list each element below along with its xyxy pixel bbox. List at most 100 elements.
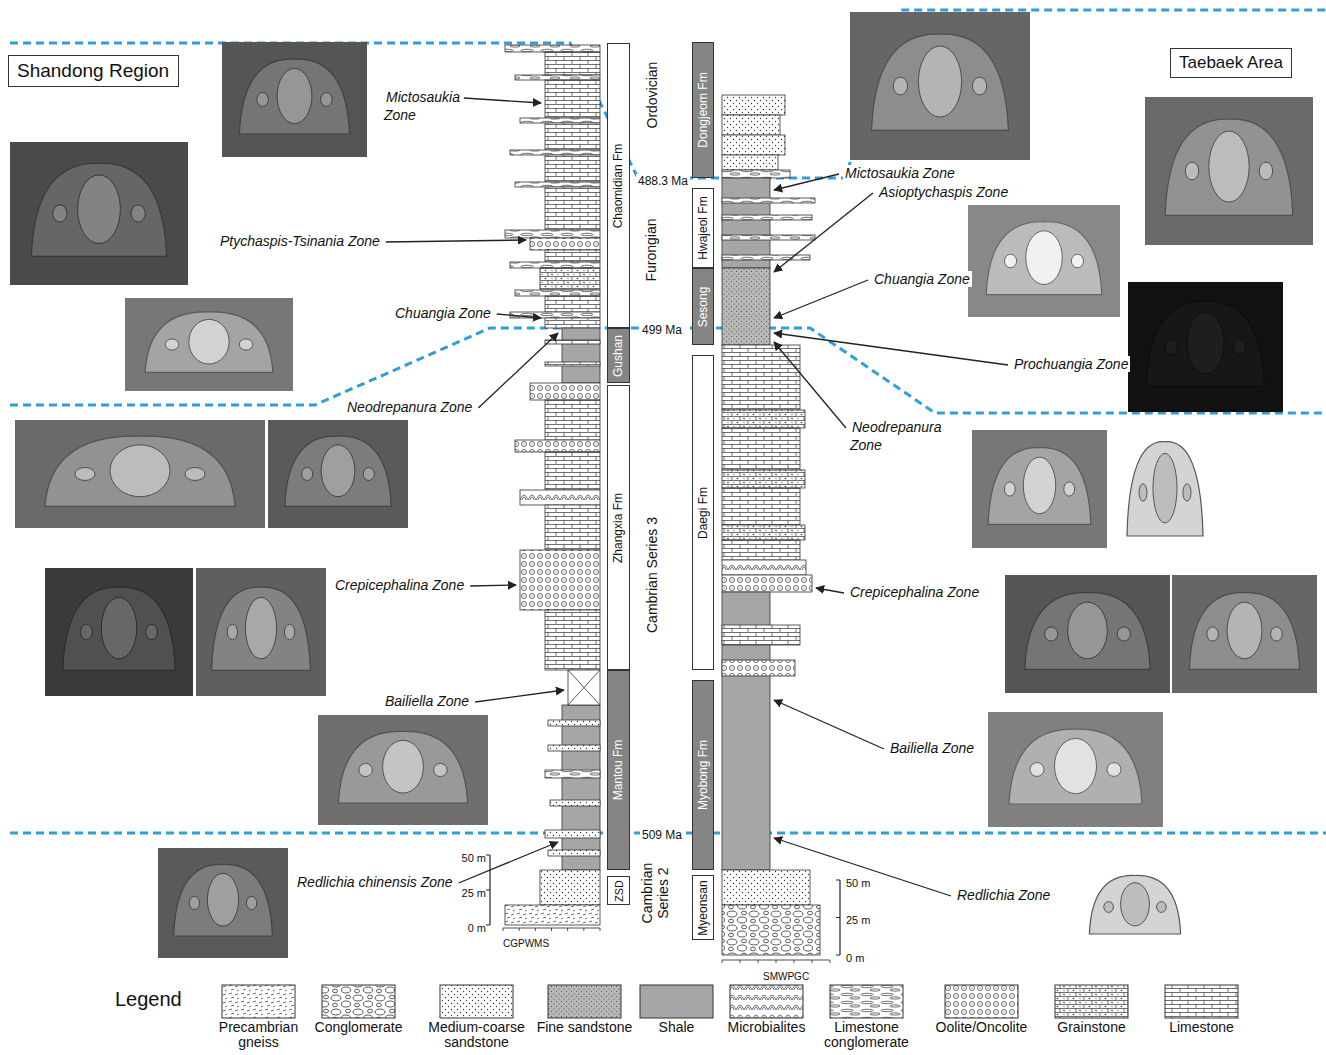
scale-label: 50 m <box>462 852 486 864</box>
zone-label-holder: Chuangia Zone <box>872 270 972 288</box>
rock-bed <box>722 470 805 488</box>
trilobite-eye <box>1183 484 1191 501</box>
scale-bar <box>836 880 840 955</box>
fossil-photo <box>125 298 293 391</box>
formation-name: Myeonsan <box>696 880 710 935</box>
rock-bed <box>505 45 600 52</box>
rock-bed <box>545 52 600 75</box>
scale-label: 0 m <box>468 922 486 934</box>
trilobite-eye <box>1139 484 1147 501</box>
photo-ground <box>850 12 1030 160</box>
boundary-line <box>10 328 640 405</box>
trilobite-cephalon <box>872 34 1009 130</box>
leader-arrow <box>774 193 873 272</box>
fossil-photo <box>268 420 408 528</box>
rock-bed <box>550 800 600 806</box>
fossil-photo <box>196 568 326 696</box>
trilobite-eye <box>1004 482 1015 496</box>
leader-arrow <box>774 280 868 318</box>
series-label: Cambrian Series 3 <box>644 517 660 633</box>
rock-bed <box>722 410 805 428</box>
formation-box: Sesong <box>692 268 714 345</box>
zone-label: Neodrepanura Zone <box>850 419 942 453</box>
legend-text: Medium-coarse sandstone <box>428 1019 524 1050</box>
zone-label: Bailiella Zone <box>888 740 976 756</box>
region-title-box: Shandong Region <box>8 55 179 87</box>
zone-label-holder: Redlichia chinensis Zone <box>295 873 455 891</box>
trilobite-eye <box>1271 627 1283 641</box>
zone-label: Redlichia chinensis Zone <box>295 874 455 890</box>
trilobite-cephalon <box>1089 875 1180 934</box>
trilobite-eye <box>227 624 237 639</box>
rock-bed <box>510 262 600 268</box>
leader-arrow <box>478 333 558 408</box>
legend-swatch <box>945 985 1018 1018</box>
rock-bed <box>545 452 600 490</box>
zone-label-holder: Prochuangia Zone <box>1012 355 1130 373</box>
legend-text: Precambrian gneiss <box>219 1019 298 1050</box>
rock-bed <box>722 905 820 955</box>
trilobite-cephalon <box>1189 593 1299 670</box>
zone-label-holder: Neodrepanura Zone <box>345 398 474 416</box>
trilobite-eye <box>146 624 158 639</box>
leader-arrow <box>459 842 558 883</box>
covered-interval <box>568 670 600 705</box>
legend-title-holder: Legend <box>115 988 182 1011</box>
legend-text: Microbialites <box>728 1019 806 1035</box>
photo-ground <box>988 712 1163 827</box>
trilobite-cephalon <box>212 587 311 670</box>
zone-label: Prochuangia Zone <box>1012 356 1130 372</box>
formation-name: Dongjeom Fm <box>696 72 710 147</box>
legend-entry: Precambrian gneiss <box>214 1020 304 1051</box>
trilobite-cephalon <box>1127 442 1203 536</box>
trilobite-glabella <box>207 873 238 926</box>
formation-name: Hwajeol Fm <box>696 196 710 259</box>
trilobite-eye <box>246 896 256 909</box>
trilobite-glabella <box>1055 738 1097 793</box>
leader-arrow <box>464 98 541 103</box>
formation-box: Gushan <box>607 328 630 383</box>
zone-label: Chuangia Zone <box>872 271 972 287</box>
trilobite-glabella <box>1068 602 1108 659</box>
trilobite-glabella <box>1187 312 1224 374</box>
fossil-photo <box>1145 97 1313 245</box>
leader-arrow <box>774 342 846 428</box>
trilobite-eye <box>1071 254 1083 267</box>
rock-bed <box>722 345 800 410</box>
fossil-photo <box>1005 575 1170 693</box>
formation-box: Zhangxia Fm <box>607 385 630 670</box>
photo-ground <box>972 430 1107 548</box>
formation-box: Daegi Fm <box>692 355 714 670</box>
scale-label: 0 m <box>846 952 864 964</box>
zone-label-holder: Asioptychaspis Zone <box>877 183 1010 201</box>
rock-bed <box>545 318 600 328</box>
fossil-photo <box>968 205 1120 317</box>
trilobite-cephalon <box>285 436 391 506</box>
trilobite-cephalon <box>31 163 166 256</box>
formation-name: Daegi Fm <box>696 486 710 538</box>
rock-bed <box>722 870 810 905</box>
photo-ground <box>10 142 188 285</box>
trilobite-cephalon <box>1009 729 1142 804</box>
rock-bed <box>562 705 600 870</box>
leader-arrow <box>816 588 844 593</box>
trilobite-eye <box>53 205 67 222</box>
leader-arrow <box>386 240 526 242</box>
zone-label: Neodrepanura Zone <box>345 399 474 415</box>
rock-bed <box>515 75 600 80</box>
series-label: Cambrian Series 2 <box>639 860 671 926</box>
trilobite-eye <box>321 93 333 107</box>
trilobite-eye <box>75 468 95 481</box>
region-title-box: Taebaek Area <box>1170 48 1292 78</box>
formation-name: Zhangxia Fm <box>612 492 626 562</box>
trilobite-cephalon <box>63 587 175 670</box>
scale-label-holder: 0 m <box>468 918 486 936</box>
formation-box: Dongjeom Fm <box>692 42 714 178</box>
rock-bed <box>722 178 770 268</box>
trilobite-glabella <box>1026 231 1062 285</box>
legend-text: Limestone <box>1169 1019 1234 1035</box>
fossil-photo <box>850 12 1030 160</box>
period-label: Ordovician <box>644 62 660 129</box>
trilobite-eye <box>1165 339 1177 355</box>
scale-label-holder: 25 m <box>462 883 486 901</box>
